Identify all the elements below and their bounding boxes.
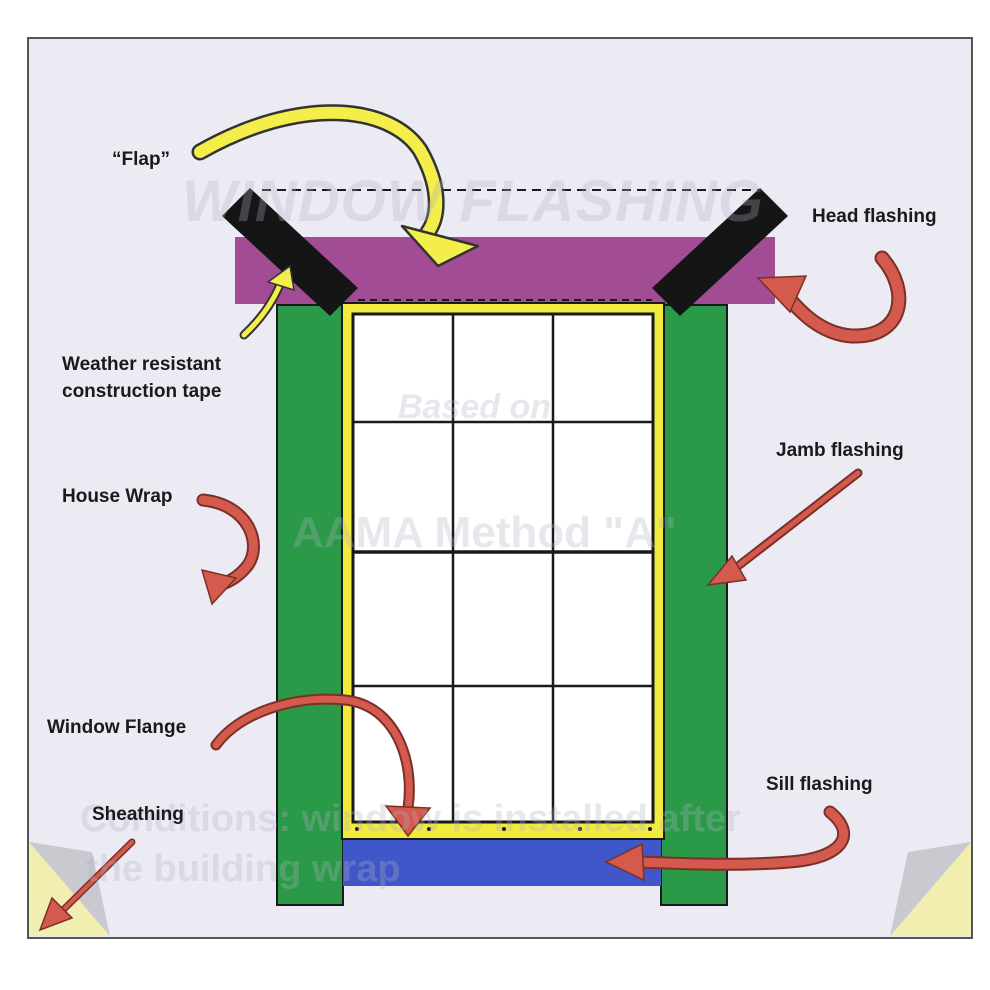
house-wrap-arrow <box>196 493 260 606</box>
ghost-method: AAMA Method "A" <box>292 508 677 557</box>
jamb-flashing-left <box>276 304 344 906</box>
label-weather-tape-line2: construction tape <box>62 381 222 402</box>
label-sheathing: Sheathing <box>92 804 184 825</box>
flap-tape-right <box>652 188 788 316</box>
flap-tape-left <box>222 188 358 316</box>
flap-fold-arrow <box>191 104 480 268</box>
label-jamb-flashing: Jamb flashing <box>776 440 904 461</box>
tape-pointer-arrow <box>239 264 295 340</box>
flange-nail-holes <box>355 827 652 831</box>
label-house-wrap: House Wrap <box>62 486 173 507</box>
label-weather-tape-line1: Weather resistant <box>62 354 222 375</box>
sheathing-corner-right <box>890 842 971 936</box>
window-flange-arrow <box>210 693 432 838</box>
jamb-flashing-arrow <box>706 468 863 586</box>
ghost-title: WINDOW FLASHING <box>182 169 765 234</box>
label-head-flashing: Head flashing <box>812 206 937 227</box>
label-weather-tape: Weather resistant construction tape <box>62 353 221 404</box>
ghost-note-line1: Conditions: window is installed after <box>80 798 741 840</box>
head-flashing-arrow <box>756 250 907 344</box>
ghost-note-line2: the building wrap <box>86 848 401 890</box>
sill-flashing-arrow <box>604 805 850 882</box>
label-flap: “Flap” <box>112 149 171 170</box>
sheathing-arrow <box>38 838 136 932</box>
ghost-based-on: Based on <box>398 388 552 426</box>
label-window-flange: Window Flange <box>47 717 187 738</box>
label-sill-flashing: Sill flashing <box>766 774 873 795</box>
